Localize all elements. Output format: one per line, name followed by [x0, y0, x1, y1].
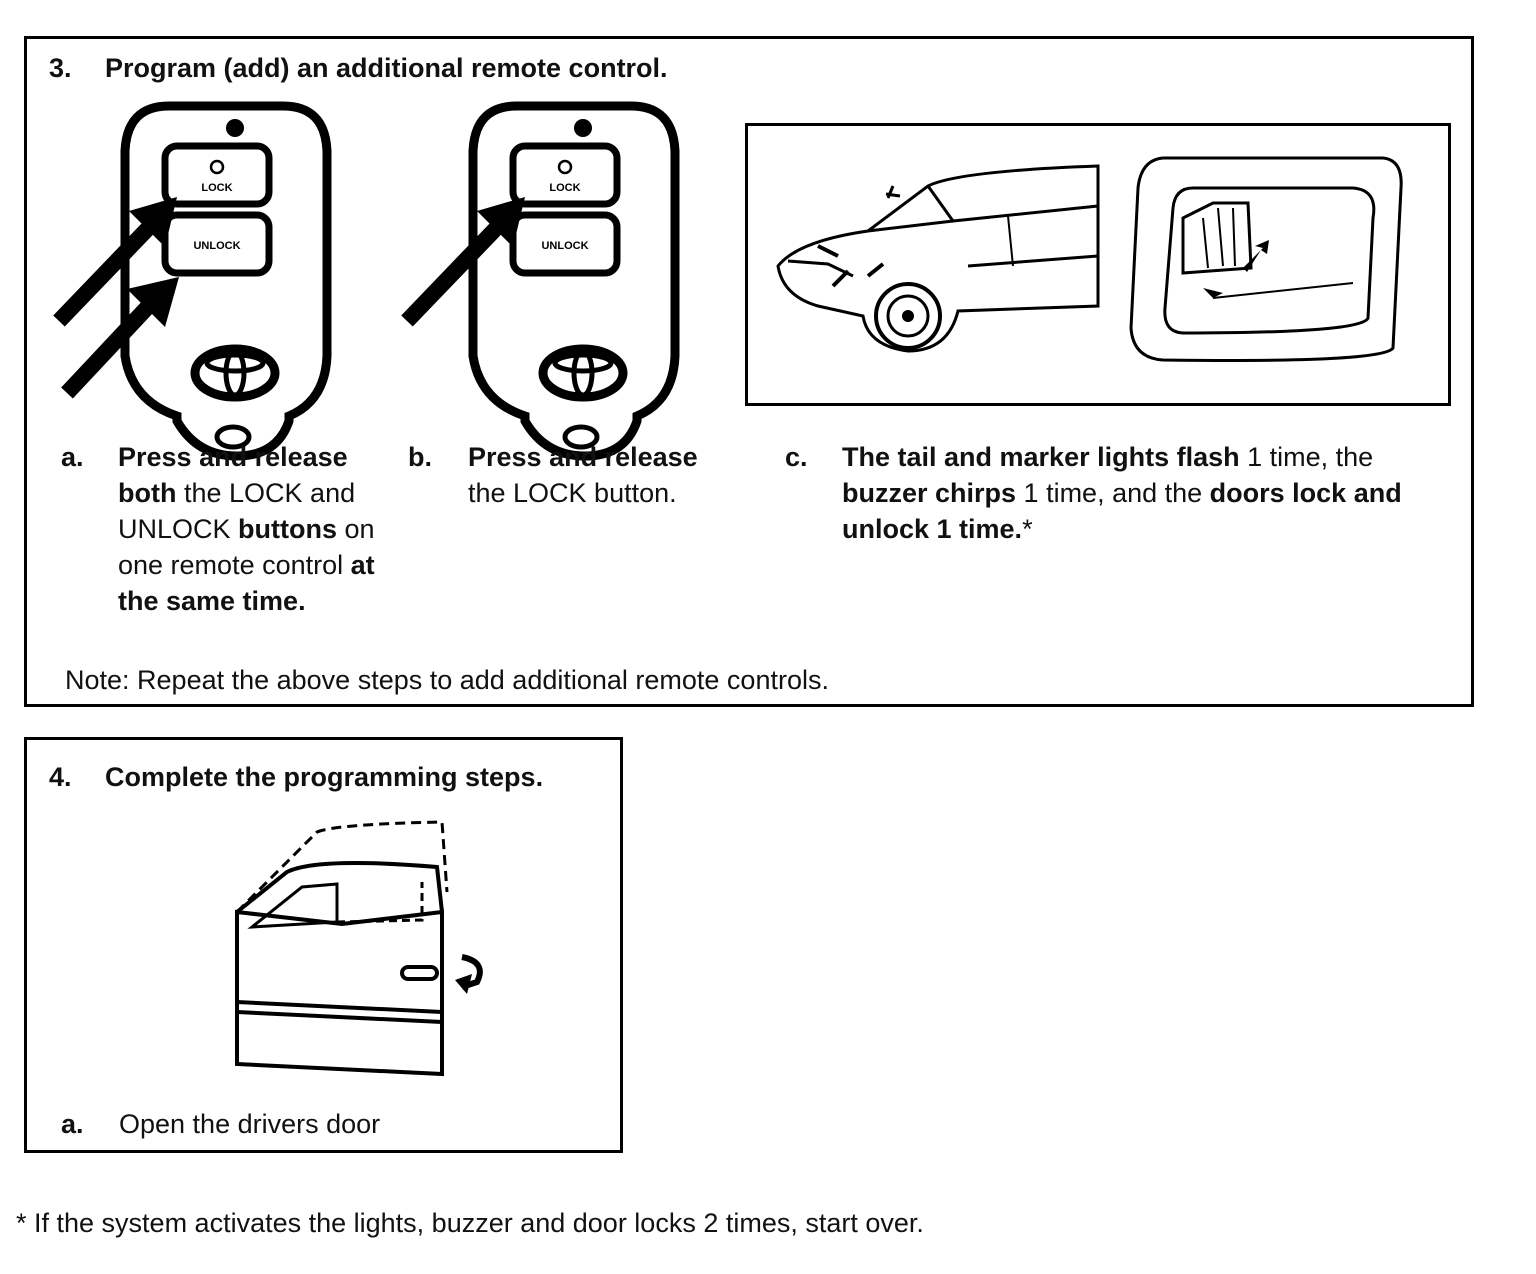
- step-c-text-part: doors lock and unlock 1 time.: [842, 478, 1402, 544]
- step-c-text: The tail and marker lights flash 1 time,…: [842, 439, 1455, 547]
- section-3-box: 3. Program (add) an additional remote con…: [24, 36, 1474, 707]
- unlock-button-b-label: UNLOCK: [541, 240, 588, 252]
- step-b-label: b.: [408, 442, 432, 472]
- lock-button-b-label: LOCK: [549, 182, 580, 194]
- section-4-title: Complete the programming steps.: [105, 762, 544, 792]
- section-3-title: Program (add) an additional remote contr…: [105, 53, 668, 83]
- lock-button-a-label: LOCK: [201, 182, 232, 194]
- step-c-text-part: 1 time, and the: [1016, 478, 1210, 508]
- step-a: a. Press and release both the LOCK and U…: [61, 439, 406, 619]
- footnote: * If the system activates the lights, bu…: [16, 1208, 924, 1238]
- remote-a-illustration: LOCK UNLOCK: [53, 101, 332, 461]
- step-a-label: a.: [61, 442, 84, 472]
- section-4-number: 4.: [49, 762, 72, 792]
- car-illustration-frame: [745, 123, 1451, 406]
- section-3-note: Note: Repeat the above steps to add addi…: [65, 665, 829, 695]
- step-a-text: Press and release both the LOCK and UNLO…: [118, 439, 406, 619]
- section-4-step-a: a. Open the drivers door: [61, 1106, 380, 1142]
- car-illustration: [776, 164, 1100, 353]
- step-c-text-part: buzzer chirps: [842, 478, 1017, 508]
- step-c-text-part: *: [1022, 514, 1033, 544]
- step-c-text-part: The tail and marker lights flash: [842, 442, 1240, 472]
- unlock-button-a-label: UNLOCK: [193, 240, 240, 252]
- step-b-text: Press and release the LOCK button.: [468, 439, 738, 511]
- step-b-text-part: the LOCK button.: [468, 478, 677, 508]
- step-c-text-part: 1 time, the: [1239, 442, 1374, 472]
- step-a-text-part: the LOCK and UNLOCK: [118, 478, 356, 544]
- step-c-label: c.: [785, 442, 808, 472]
- step-b-text-part: Press and release: [468, 442, 698, 472]
- section-4-step-a-label: a.: [61, 1109, 84, 1139]
- step-a-text-part: buttons: [238, 514, 338, 544]
- step-a-text-part: at the same time.: [118, 550, 375, 616]
- remote-b-illustration: LOCK UNLOCK: [401, 101, 680, 461]
- step-a-text-part: both: [118, 478, 177, 508]
- step-a-text-part: on one remote control: [118, 514, 375, 580]
- step-b: b. Press and release the LOCK button.: [408, 439, 738, 511]
- section-4-heading: 4. Complete the programming steps.: [49, 762, 543, 793]
- section-4-box: 4. Complete the programming steps. a. Open…: [24, 737, 623, 1153]
- step-a-text-part: Press and release: [118, 442, 348, 472]
- door-handle-illustration: [1129, 156, 1403, 362]
- section-4-step-a-text: Open the drivers door: [119, 1109, 381, 1139]
- section-3-heading: 3. Program (add) an additional remote con…: [49, 53, 668, 84]
- section-3-number: 3.: [49, 53, 72, 83]
- step-c: c. The tail and marker lights flash 1 ti…: [785, 439, 1455, 547]
- open-door-illustration: [235, 820, 483, 1077]
